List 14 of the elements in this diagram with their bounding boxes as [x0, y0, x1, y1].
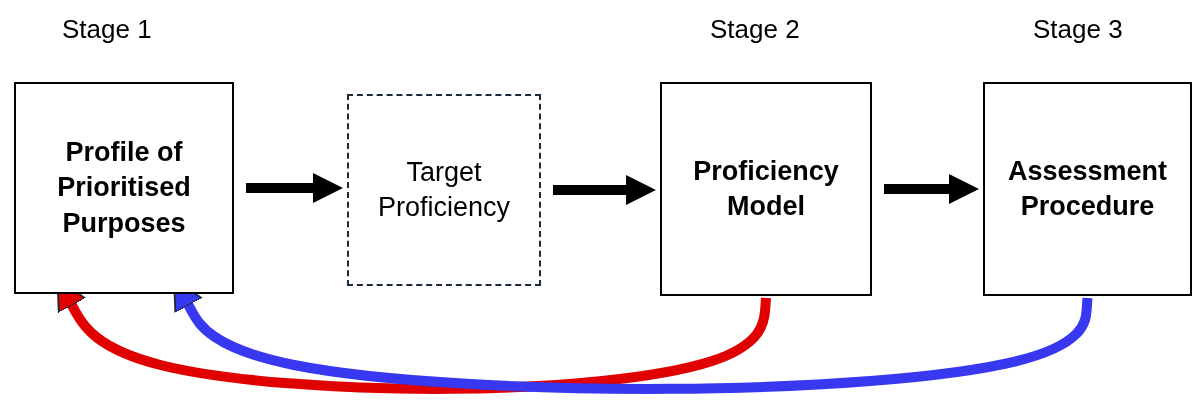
node-label: Assessment Procedure	[1006, 154, 1169, 223]
node-label: Proficiency Model	[692, 154, 840, 223]
stage-label: Stage 3	[1033, 14, 1123, 45]
arrow	[246, 173, 343, 203]
arrow	[884, 174, 979, 204]
stage-label: Stage 1	[62, 14, 152, 45]
node-label: Profile of Prioritised Purposes	[56, 136, 192, 240]
stage-label: Stage 2	[710, 14, 800, 45]
node-label: Target Proficiency	[376, 155, 511, 224]
process-box	[14, 82, 234, 294]
process-box	[660, 82, 872, 296]
process-box	[983, 82, 1192, 296]
dashed-box	[347, 94, 541, 286]
arrow	[553, 175, 656, 205]
